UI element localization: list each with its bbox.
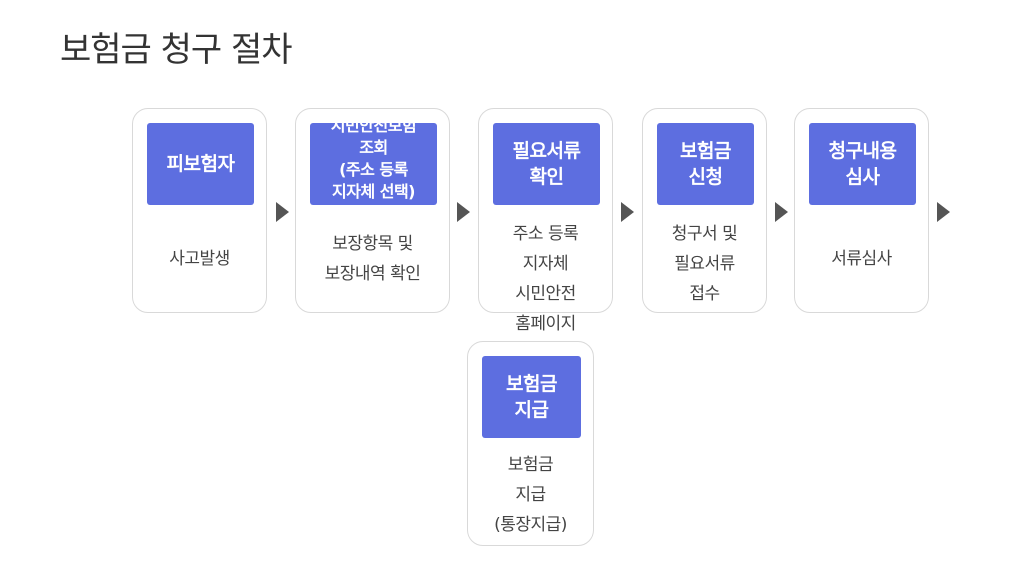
step-card-1: 피보험자 사고발생 (132, 108, 267, 313)
step-header-4: 보험금 신청 (657, 123, 754, 205)
arrow-right-icon (457, 202, 470, 222)
arrow-right-icon (621, 202, 634, 222)
step-desc-6: 보험금 지급 (통장지급) (494, 455, 567, 535)
step-card-6: 보험금 지급 보험금 지급 (통장지급) (467, 341, 594, 546)
step-header-5: 청구내용 심사 (809, 123, 916, 205)
arrow-right-icon (276, 202, 289, 222)
step-card-3: 필요서류 확인 주소 등록 지자체 시민안전 홈페이지 또는 보험사 (478, 108, 613, 364)
arrow-right-icon (937, 202, 950, 222)
step-header-1: 피보험자 (147, 123, 254, 205)
page-title: 보험금 청구 절차 (60, 30, 293, 70)
step-desc-4: 청구서 및 필요서류 접수 (671, 224, 738, 304)
step-header-6: 보험금 지급 (482, 356, 581, 438)
step-header-2: 시민안전보험 조회 (주소 등록 지자체 선택) (310, 123, 437, 205)
step-header-3: 필요서류 확인 (493, 123, 600, 205)
step-card-5: 청구내용 심사 서류심사 (794, 108, 929, 313)
arrow-right-icon (775, 202, 788, 222)
step-desc-2: 보장항목 및 보장내역 확인 (324, 234, 421, 284)
step-desc-1: 사고발생 (169, 249, 230, 269)
step-card-2: 시민안전보험 조회 (주소 등록 지자체 선택) 보장항목 및 보장내역 확인 (295, 108, 450, 313)
step-card-4: 보험금 신청 청구서 및 필요서류 접수 (642, 108, 767, 313)
step-desc-5: 서류심사 (831, 249, 892, 269)
